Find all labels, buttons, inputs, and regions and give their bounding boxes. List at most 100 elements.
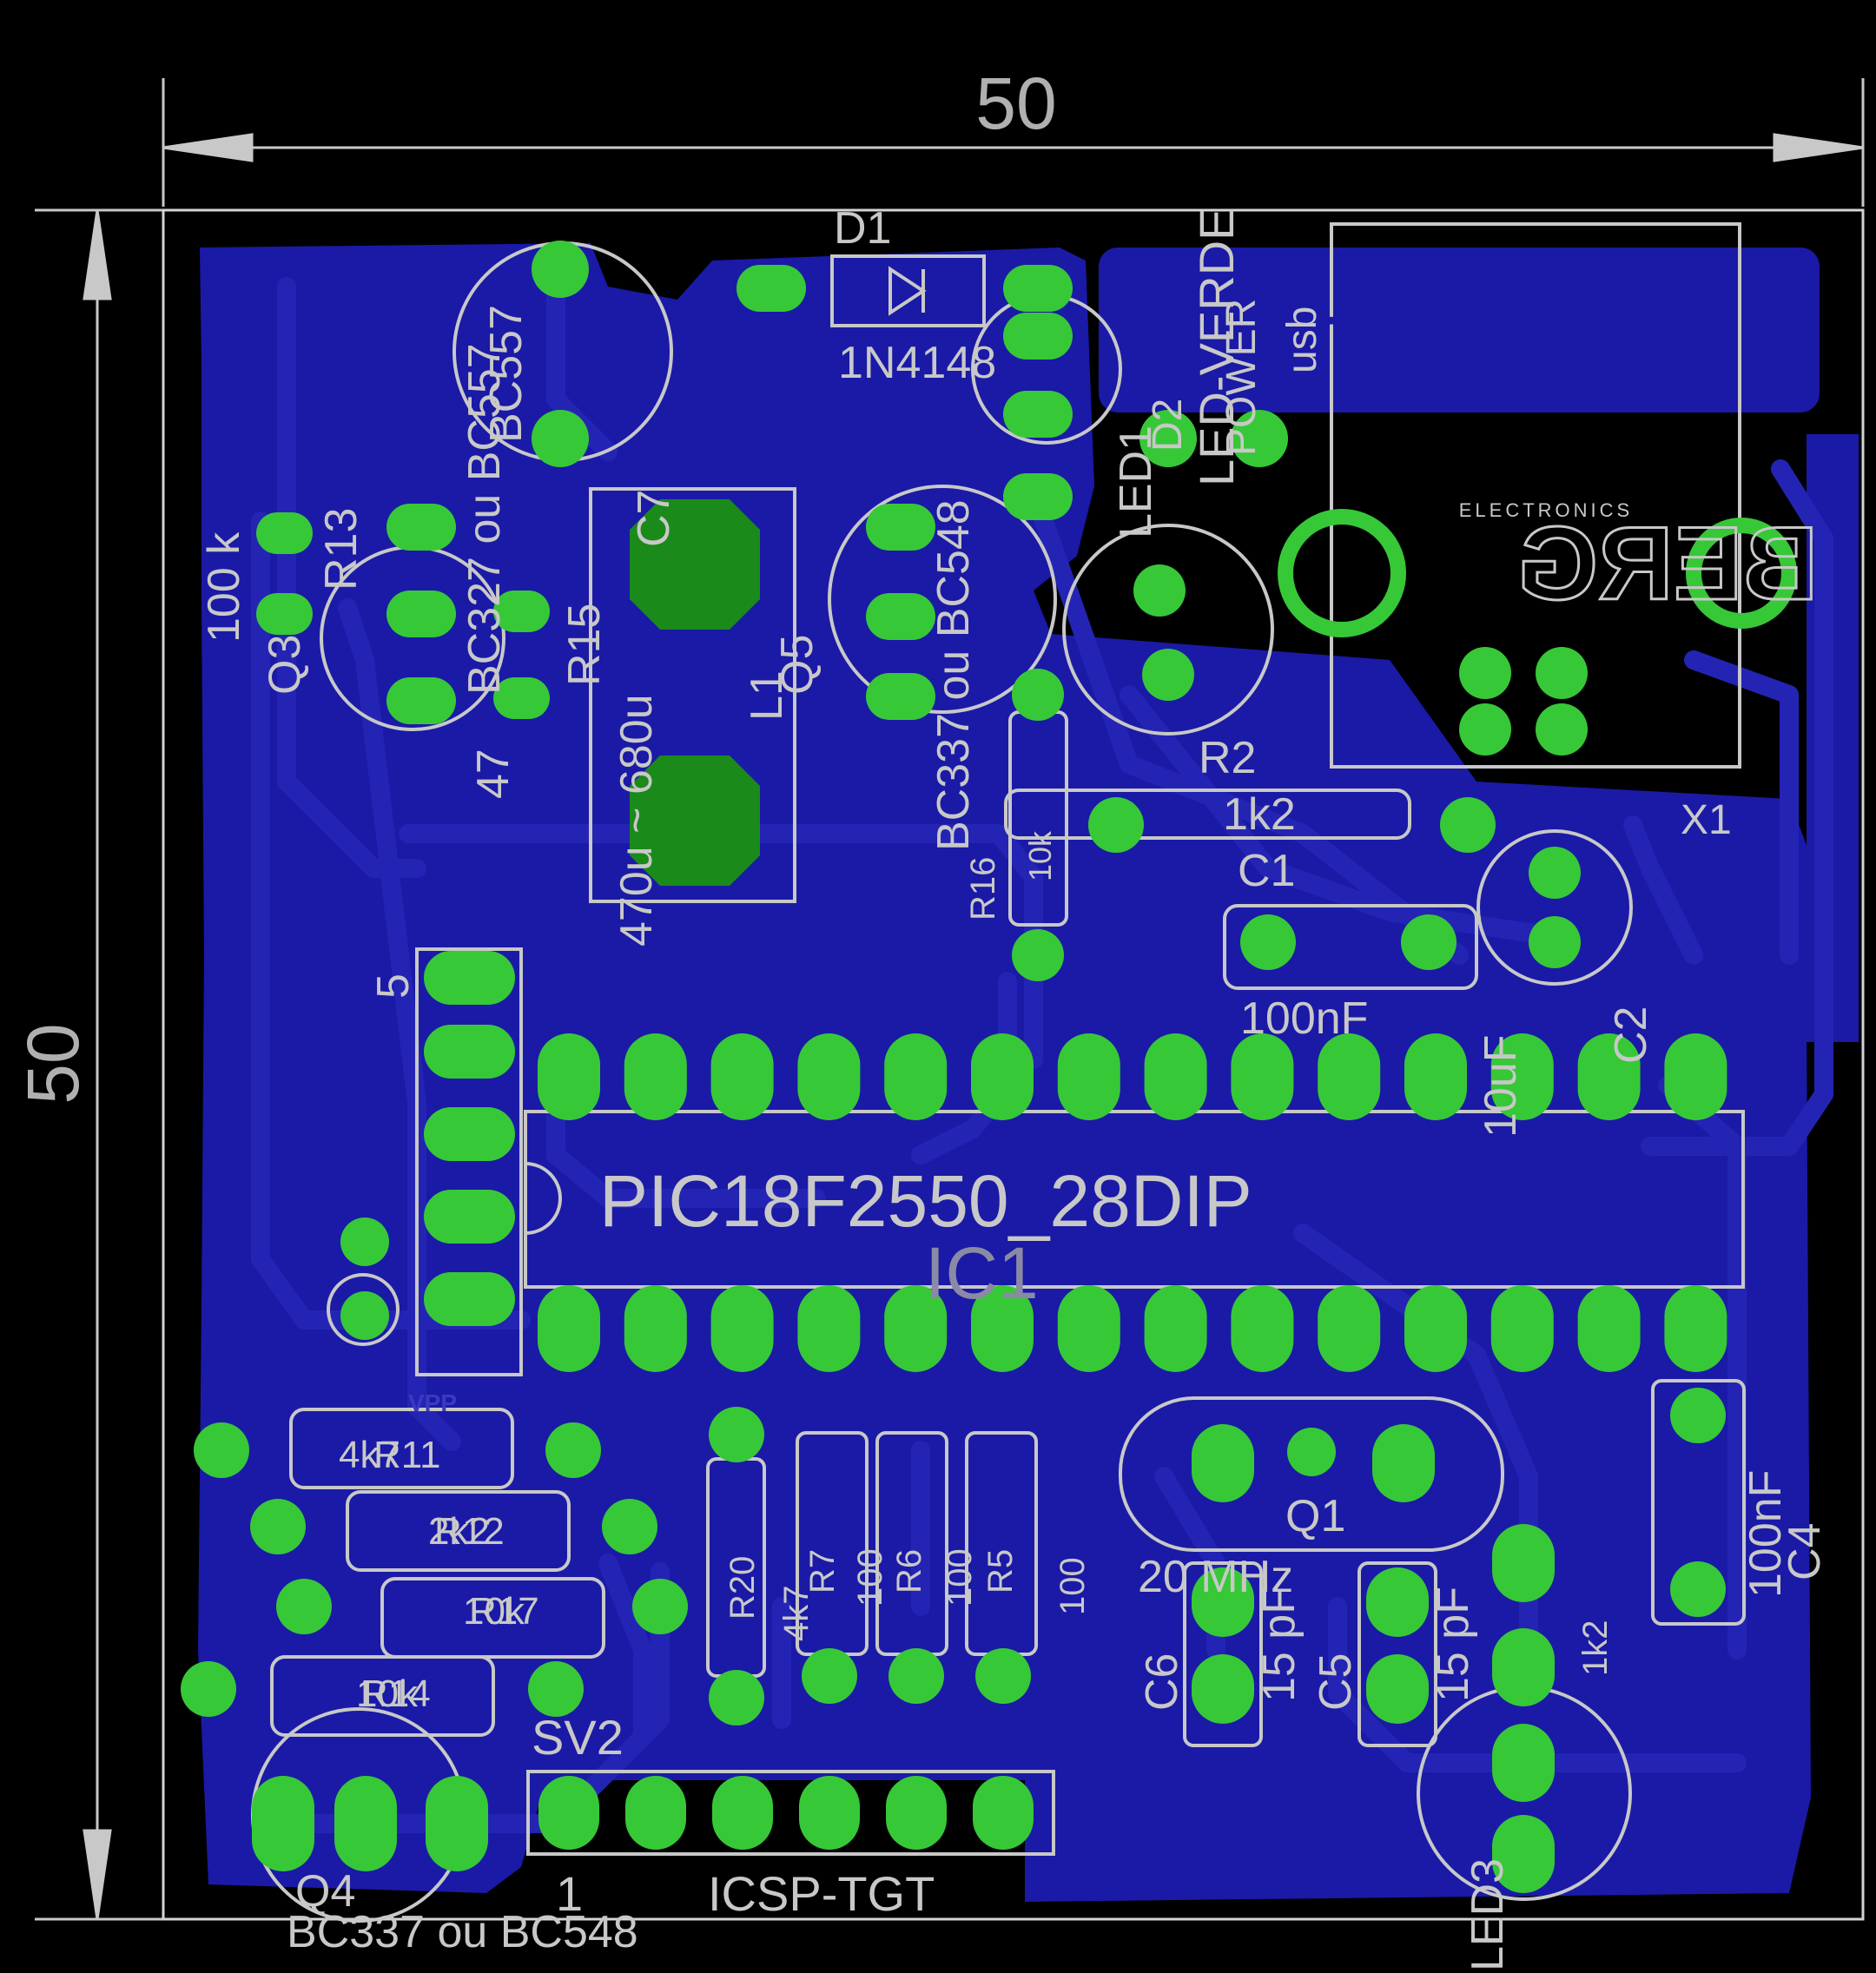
r5-value: 100 [1054, 1557, 1092, 1615]
l1-name: L1 [742, 670, 792, 721]
r15-name: R15 [559, 604, 610, 686]
ic1-bottom-pin [1231, 1285, 1294, 1372]
ic1-bottom-pin [710, 1285, 774, 1372]
c2-value: 10uF [1476, 1034, 1526, 1138]
ic1-top-pin [1318, 1033, 1381, 1120]
r16-value: 10k [1022, 830, 1058, 881]
r13-name: R13 [316, 508, 367, 591]
led3-name: LED3 [1463, 1858, 1513, 1971]
ic1-value: PIC18F2550_28DIP [599, 1160, 1252, 1242]
vpp-label: VPP [408, 1389, 457, 1416]
r7-name: R7 [803, 1549, 842, 1594]
r16-name: R16 [964, 857, 1002, 921]
ic1-bottom-pin [971, 1285, 1034, 1372]
d1-name: D1 [834, 203, 891, 254]
ic1-top-pin [1057, 1033, 1120, 1120]
r14-value: 10k [356, 1673, 419, 1715]
dimension-lines [35, 78, 1865, 1921]
ic1-top-pin [971, 1033, 1034, 1120]
r6-name: R6 [890, 1549, 928, 1594]
c4-value: 100nF [1741, 1470, 1791, 1598]
led1-value: LED-VERDE [1189, 208, 1244, 486]
ic1-bottom-pin [1057, 1285, 1120, 1372]
ic1-top-pins [538, 1033, 1727, 1120]
ic1-bottom-pin [1144, 1285, 1207, 1372]
icsp-name: SV2 [532, 1710, 624, 1765]
c4-name: C4 [1780, 1523, 1830, 1580]
r2-name: R2 [1199, 733, 1256, 783]
r7-value: 100 [851, 1548, 889, 1607]
r11-value: 4k7 [339, 1434, 400, 1476]
ic1-top-pin [624, 1033, 687, 1120]
ic1-bottom-pin [797, 1285, 861, 1372]
q1-name: Q1 [1285, 1491, 1345, 1541]
r13-value: 100 k [199, 531, 249, 643]
c5-name: C5 [1311, 1653, 1361, 1711]
c6-name: C6 [1137, 1653, 1187, 1711]
r5-name: R5 [981, 1549, 1020, 1594]
icsp-pin1: 1 [556, 1866, 583, 1921]
x1-type: usb [1279, 307, 1325, 373]
r20-value: 4k7 [777, 1586, 816, 1642]
l1-value: 470u ~ 680u [611, 694, 662, 947]
ic1-top-pin [1577, 1033, 1641, 1120]
ic1-bottom-pins [538, 1285, 1727, 1372]
ic1-bottom-pin [1577, 1285, 1641, 1372]
ic1-top-pin [1231, 1033, 1294, 1120]
width-dimension-label: 50 [975, 63, 1056, 144]
ic1-bottom-pin [1490, 1285, 1554, 1372]
q3-name: Q3 [260, 635, 310, 695]
ic1-bottom-pin [1404, 1285, 1467, 1372]
r12-name: R12 [434, 1510, 505, 1553]
board-outline [162, 208, 1865, 1921]
ic1-bottom-pin [884, 1285, 948, 1372]
c1-name: C1 [1238, 846, 1295, 896]
pads [181, 241, 1797, 1893]
r8-value: 1k2 [1576, 1620, 1615, 1677]
c5-value: 15 pF [1428, 1587, 1478, 1702]
c7-name: C7 [629, 490, 679, 547]
d2-name: D2 [1145, 399, 1191, 452]
r6-value: 100 [941, 1548, 979, 1607]
r12-value: 2k2 [428, 1510, 490, 1553]
q5-value: BC337 ou BC548 [928, 499, 979, 851]
berg-logo-text: BERG [1517, 505, 1819, 622]
ic1-top-pin [1404, 1033, 1467, 1120]
ic1-bottom-pin [1318, 1285, 1381, 1372]
silkscreen-labels: PICKIT2-2019 PIC18F2550_28DIP IC1 X1 usb… [199, 203, 1830, 1971]
ic1-bottom-pin [624, 1285, 687, 1372]
r17-name: R17 [469, 1590, 539, 1633]
d1-value: 1N4148 [838, 338, 996, 388]
r11-name: R11 [373, 1434, 440, 1476]
ic1-bottom-pin [538, 1285, 600, 1372]
ic1-top-pin [710, 1033, 774, 1120]
height-dimension-label: 50 [12, 1023, 94, 1104]
ic1-top-pin [797, 1033, 861, 1120]
r17-value: 10k [463, 1590, 525, 1633]
x1-name: X1 [1681, 797, 1732, 843]
q2-value: BC327 ou BC557 [459, 343, 510, 695]
q4-value: BC337 ou BC548 [287, 1907, 638, 1957]
q1-value: 20 MHz [1138, 1552, 1293, 1602]
led1-name: LED1 [1111, 426, 1161, 538]
c1-value: 100nF [1240, 993, 1368, 1044]
q5-name: Q5 [772, 635, 822, 695]
q3-value: BC557 [481, 305, 532, 443]
ic1-top-pin [538, 1033, 600, 1120]
ic1-name: IC1 [925, 1232, 1039, 1314]
r14-name: R14 [360, 1673, 431, 1715]
ic1-top-pin [1490, 1033, 1554, 1120]
icsp-label: ICSP-TGT [708, 1866, 935, 1921]
led2-value: POWER [1219, 299, 1265, 456]
header5-pin: 5 [368, 973, 419, 999]
ic1-top-pin [884, 1033, 948, 1120]
r15-value: 47 [468, 749, 519, 799]
berg-logo-sub: ELECTRONICS [1459, 499, 1633, 521]
ic1-bottom-pin [1664, 1285, 1727, 1372]
ic1-top-pin [1664, 1033, 1727, 1120]
r2-value: 1k2 [1223, 789, 1296, 840]
board-title: PICKIT2-2019 [1181, 281, 1581, 351]
c2-name: C2 [1606, 1006, 1656, 1064]
q4-name: Q4 [295, 1866, 355, 1917]
